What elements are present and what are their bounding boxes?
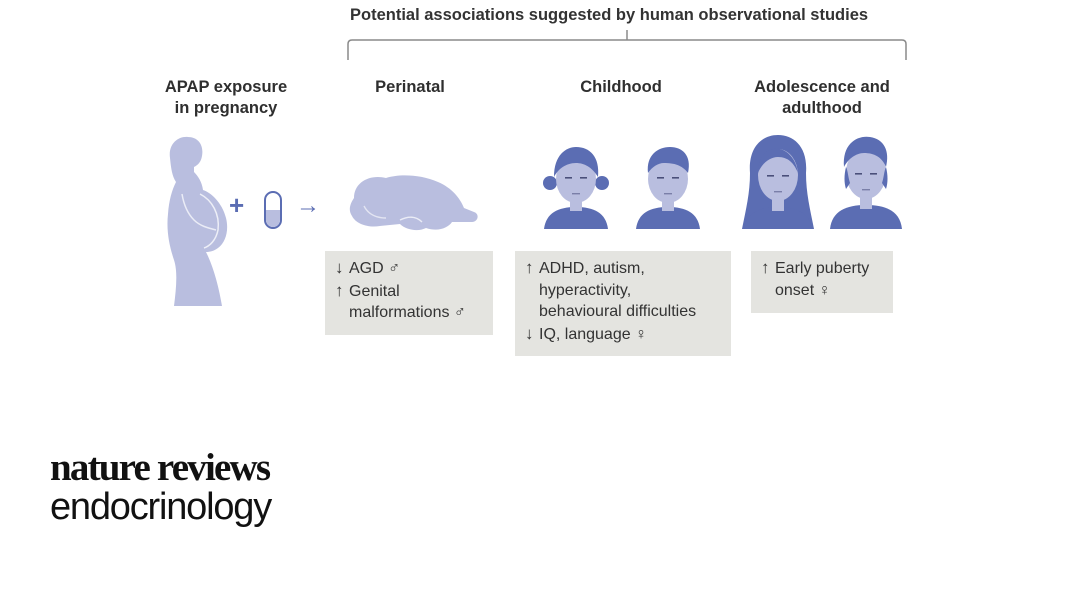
plus-symbol: + [229,190,245,220]
adolescence-effects-box: ↑Early puberty onset ♀ [751,251,893,313]
journal-logo-line2: endocrinology [50,486,272,528]
adult-man-icon [830,136,902,229]
pill-icon [264,191,282,229]
childhood-row-adhd: ↑ADHD, autism, [525,258,645,277]
girl-child-icon [543,147,609,229]
arrow-symbol: → [296,192,320,219]
journal-logo-line1: nature reviews [50,446,271,489]
timeline-bracket [347,30,907,60]
perinatal-row-genital: ↑Genital [335,280,400,300]
heading-childhood: Childhood [580,78,662,96]
childhood-effects-box: ↑ADHD, autism, hyperactivity, behavioura… [515,251,731,356]
perinatal-row-agd: ↓AGD ♂ [335,258,401,277]
childhood-row-behavioural: behavioural difficulties [539,303,697,320]
adult-woman-icon [742,135,814,229]
heading-apap-exposure: APAP exposure in pregnancy [164,78,288,117]
childhood-row-hyperactivity: hyperactivity, [539,281,632,299]
adolescence-row-onset: onset ♀ [775,281,831,299]
perinatal-row-malformations: malformations ♂ [349,304,466,321]
baby-icon [349,175,478,231]
pregnant-woman-icon [167,136,228,306]
childhood-row-iq: ↓IQ, language ♀ [525,323,648,343]
diagram-title: Potential associations suggested by huma… [350,6,869,24]
heading-adolescence-adulthood: Adolescence and adulthood [754,78,890,117]
adolescence-row-puberty: ↑Early puberty [761,258,870,277]
heading-perinatal: Perinatal [375,78,445,96]
perinatal-effects-box: ↓AGD ♂ ↑Genital malformations ♂ [325,251,493,335]
boy-child-icon [636,147,700,229]
